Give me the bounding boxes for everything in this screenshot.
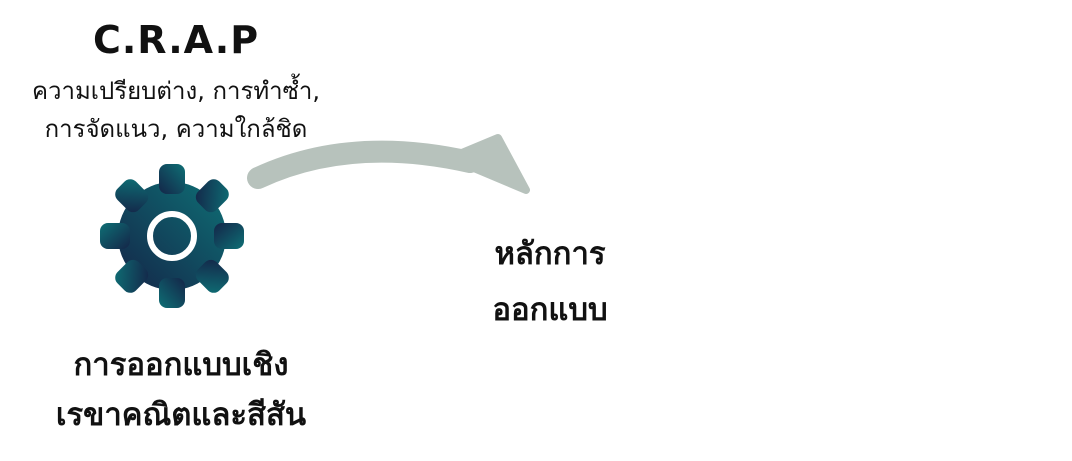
subtitle-line-1: ความเปรียบต่าง, การทำซ้ำ, [31, 77, 321, 105]
bottom-line-1: การออกแบบเชิง [73, 347, 289, 383]
crap-title: C.R.A.P [92, 18, 260, 62]
curved-arrow-icon [247, 134, 530, 194]
principle-line-2: ออกแบบ [492, 292, 608, 328]
design-principle-label: หลักการ ออกแบบ [440, 226, 660, 338]
gear-icon [100, 164, 244, 308]
subtitle-line-2: การจัดแนว, ความใกล้ชิด [44, 115, 308, 143]
geometric-color-design-label: การออกแบบเชิง เรขาคณิตและสีสัน [0, 340, 362, 440]
principle-line-1: หลักการ [494, 236, 606, 272]
crap-subtitle: ความเปรียบต่าง, การทำซ้ำ, การจัดแนว, ควา… [0, 72, 352, 148]
bottom-line-2: เรขาคณิตและสีสัน [55, 397, 307, 433]
